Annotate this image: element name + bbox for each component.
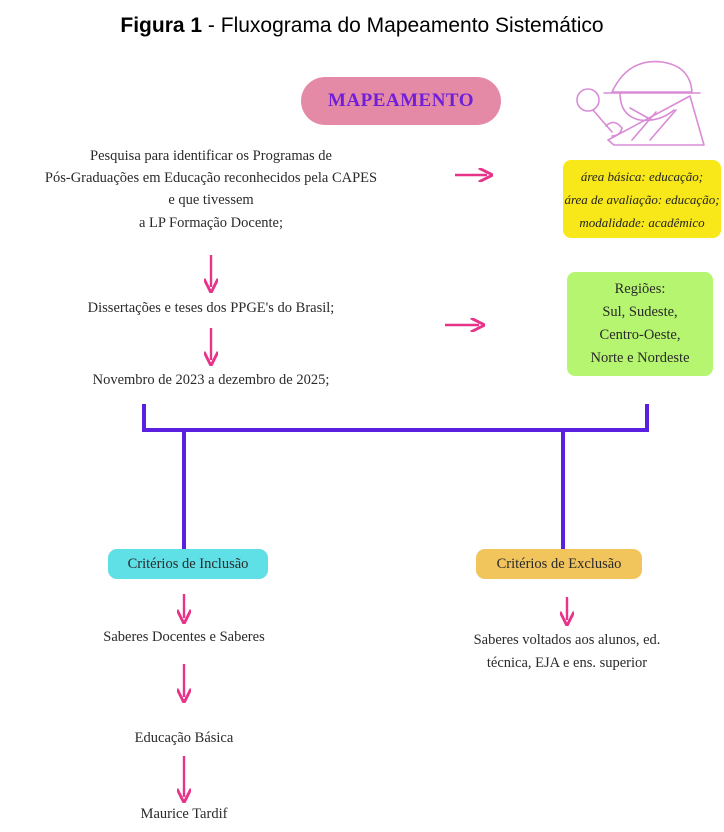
step-theses: Dissertações e teses dos PPGE's do Brasi… <box>87 300 335 316</box>
inclusion-criteria-label: Critérios de Inclusão <box>127 555 249 572</box>
branch-bracket <box>142 404 649 549</box>
filter-line: área básica: educação; <box>580 168 704 184</box>
inclusion-item: Maurice Tardif <box>140 806 228 822</box>
regions-line: Centro-Oeste, <box>599 327 681 343</box>
regions-box: Regiões: Sul, Sudeste, Centro-Oeste, Nor… <box>567 272 713 376</box>
filters-box: área básica: educação; área de avaliação… <box>563 160 721 238</box>
exclusion-item-line-1: Saberes voltados aos alunos, ed. <box>473 632 661 648</box>
exclusion-criteria-label: Critérios de Exclusão <box>496 555 622 572</box>
regions-line: Norte e Nordeste <box>590 350 690 366</box>
step-search-line-3: e que tivessem <box>168 192 254 208</box>
exclusion-item-line-2: técnica, EJA e ens. superior <box>486 655 648 671</box>
regions-line: Sul, Sudeste, <box>602 304 678 320</box>
figure-caption-prefix: Figura 1 <box>120 14 203 37</box>
filter-line: modalidade: acadêmico <box>579 214 705 230</box>
step-period: Novembro de 2023 a dezembro de 2025; <box>92 372 330 388</box>
inclusion-item: Saberes Docentes e Saberes <box>103 629 265 645</box>
filter-line: área de avaliação: educação; <box>564 191 720 207</box>
detective-illustration <box>576 60 705 146</box>
title-label: MAPEAMENTO <box>327 90 475 111</box>
title-pill: MAPEAMENTO <box>301 77 501 125</box>
regions-line: Regiões: <box>614 281 666 297</box>
exclusion-criteria-tag: Critérios de Exclusão <box>476 549 642 579</box>
figure-caption: Figura 1 - Fluxograma do Mapeamento Sist… <box>0 14 724 38</box>
step-search-line-2: Pós-Graduações em Educação reconhecidos … <box>44 170 378 186</box>
figure-caption-text: - Fluxograma do Mapeamento Sistemático <box>202 14 604 37</box>
inclusion-criteria-tag: Critérios de Inclusão <box>108 549 268 579</box>
inclusion-item: Educação Básica <box>134 730 234 746</box>
step-search-line-4: a LP Formação Docente; <box>138 215 283 231</box>
step-search-line-1: Pesquisa para identificar os Programas d… <box>90 148 332 164</box>
